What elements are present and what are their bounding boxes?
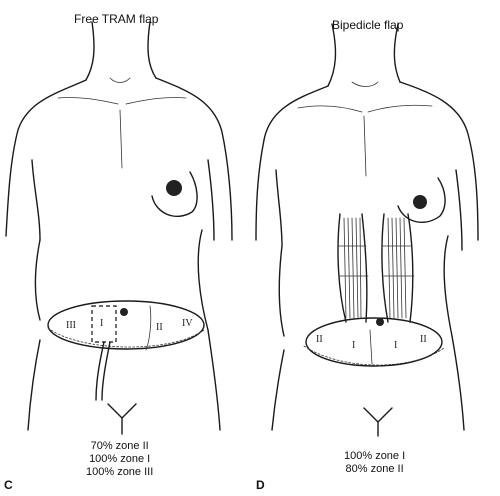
left-stat-line: 100% zone I [89, 453, 151, 465]
right-torso-figure [255, 23, 479, 437]
right-stat-line: 80% zone II [345, 463, 404, 475]
right-zone-label: I [394, 340, 398, 351]
left-torso-figure [5, 21, 233, 435]
right-zone-label: I [352, 340, 356, 351]
right-zone-stats: 100% zone I 80% zone II [344, 450, 405, 476]
left-zone-label: IV [182, 318, 193, 329]
rectus-muscle-right [381, 213, 415, 323]
left-zone-label: I [100, 318, 104, 329]
left-panel-label: C [4, 478, 13, 492]
right-zone-label: II [316, 334, 323, 345]
left-zone-label: III [66, 320, 76, 331]
right-panel-label: D [256, 478, 265, 492]
left-figure-title: Free TRAM flap [74, 12, 159, 26]
rectus-muscle-left [337, 213, 369, 323]
left-zone-stats: 70% zone II 100% zone I 100% zone III [86, 440, 153, 479]
right-figure-title: Bipedicle flap [332, 18, 404, 32]
left-stat-line: 70% zone II [90, 440, 149, 452]
right-zone-label: II [420, 334, 427, 345]
left-stat-line: 100% zone III [86, 466, 154, 478]
left-zone-label: II [156, 322, 163, 333]
right-stat-line: 100% zone I [344, 450, 406, 462]
